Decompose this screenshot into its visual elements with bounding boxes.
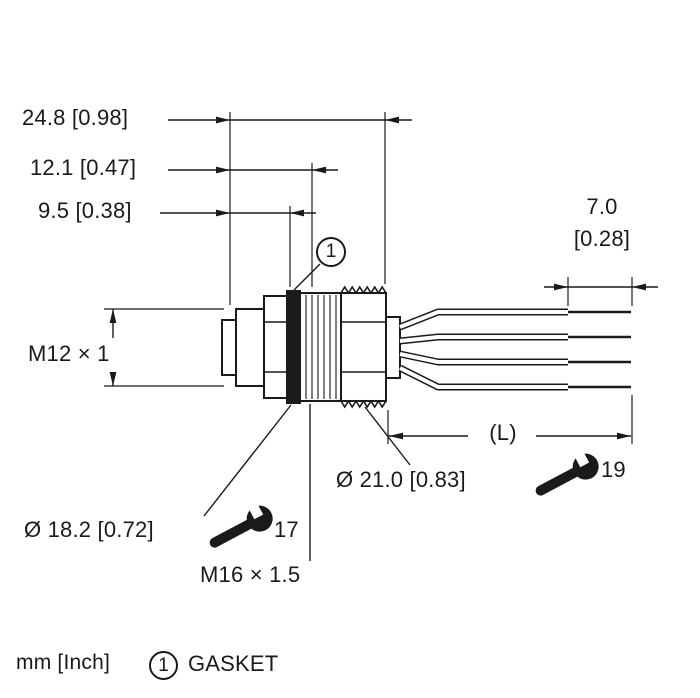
- legend-gasket-balloon: 1: [149, 651, 178, 680]
- gasket-callout-balloon: 1: [316, 237, 346, 267]
- dim-hex-length-label: 12.1 [0.47]: [30, 155, 137, 180]
- dim-back-thread-label: M16 × 1.5: [200, 562, 301, 587]
- dimension-arrowheads: [109, 116, 646, 440]
- connector-front-step: [221, 319, 237, 376]
- dim-overall-length-label: 24.8 [0.98]: [22, 105, 129, 130]
- lock-nut-knurl-top: [340, 285, 387, 295]
- lock-nut: [340, 292, 387, 402]
- dim-thread-length-label: 9.5 [0.38]: [38, 198, 132, 223]
- legend-gasket-label: GASKET: [188, 651, 279, 676]
- hex-flange: [263, 295, 288, 399]
- wrench-size-back-label: 19: [601, 457, 626, 482]
- leader-nut-diameter: [364, 406, 411, 466]
- wrench-size-front-label: 17: [274, 517, 299, 542]
- gasket-seal: [286, 290, 301, 404]
- lock-nut-knurl-bottom: [340, 399, 387, 409]
- wire-leads: [398, 308, 631, 391]
- rear-bush: [385, 316, 401, 379]
- dim-tip-length-inch-label: [0.28]: [573, 226, 631, 251]
- dim-front-thread-label: M12 × 1: [28, 341, 110, 366]
- wrench-17-icon: [209, 505, 273, 548]
- connector-body: [221, 285, 401, 409]
- thread-lines: [305, 295, 337, 399]
- dim-tip-length-mm-label: 7.0: [586, 194, 618, 219]
- dim-gasket-diameter-label: Ø 18.2 [0.72]: [24, 517, 154, 542]
- leader-gasket-callout: [293, 263, 321, 291]
- wrench-19-icon: [535, 453, 599, 496]
- mounting-thread: [299, 292, 342, 402]
- leader-lines: [203, 263, 411, 561]
- wire-stripped-tips: [568, 310, 631, 389]
- extension-lines: [104, 112, 633, 444]
- units-label: mm [Inch]: [16, 651, 110, 674]
- dim-nut-diameter-label: Ø 21.0 [0.83]: [336, 467, 466, 492]
- dim-wire-length-label: (L): [489, 420, 517, 445]
- leader-gasket-diameter: [203, 404, 292, 517]
- connector-front-body: [235, 308, 265, 387]
